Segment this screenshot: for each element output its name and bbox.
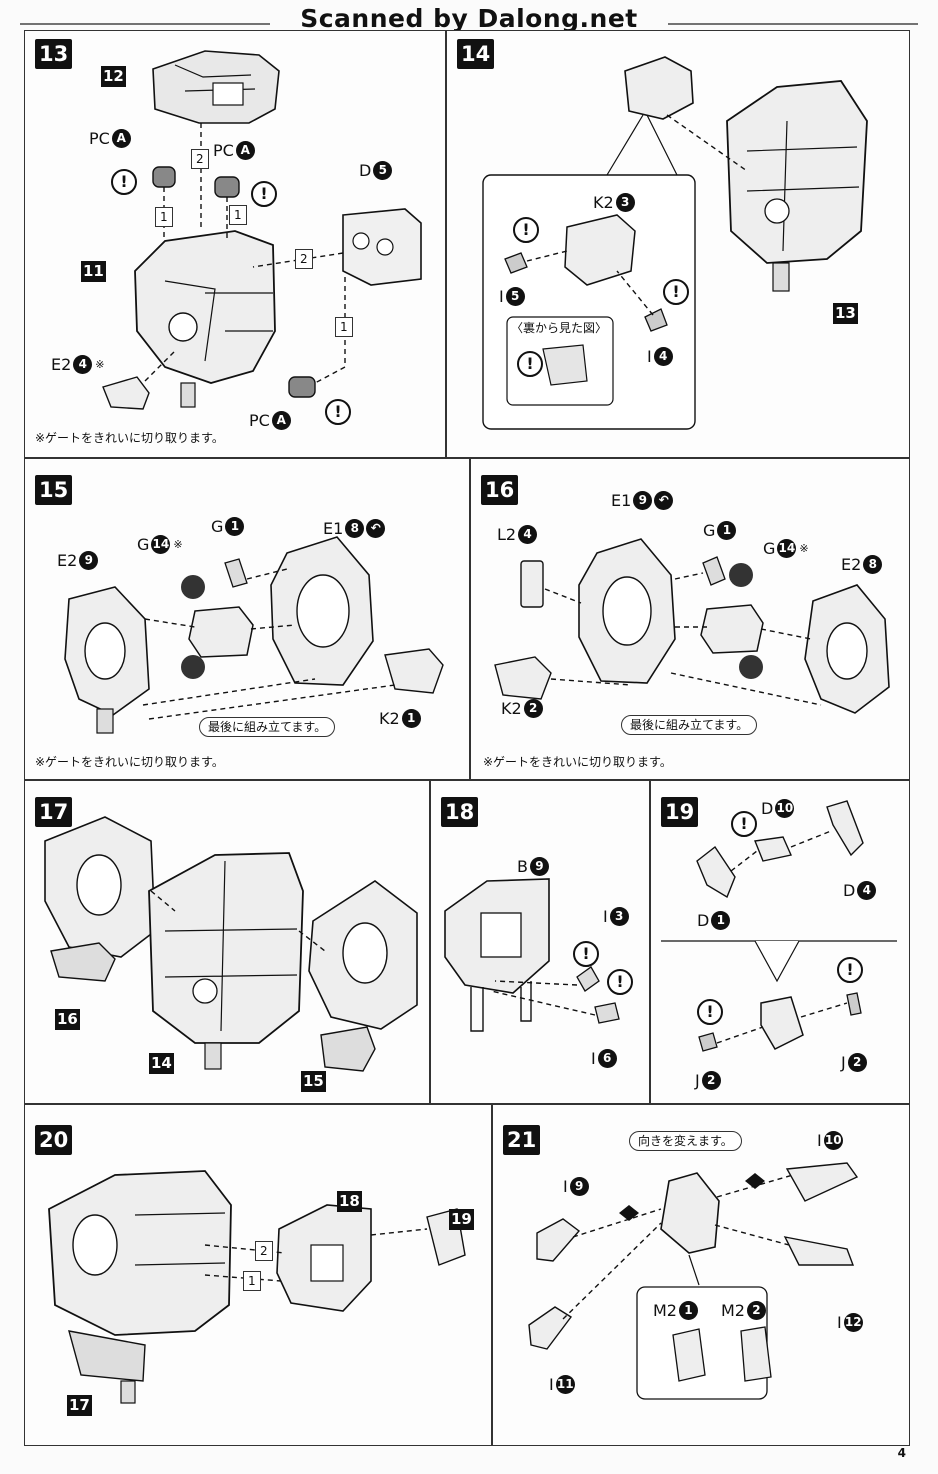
exclamation-circle-icon: ! — [837, 957, 863, 983]
exclamation-circle-icon: ! — [573, 941, 599, 967]
exclamation-circle-icon: ! — [697, 999, 723, 1025]
exclamation-circle-icon: ! — [513, 217, 539, 243]
step-18-drawing — [444, 878, 620, 1032]
step-15-drawing — [64, 536, 444, 734]
exclamation-circle-icon: ! — [111, 169, 137, 195]
step-20-drawing — [48, 1170, 466, 1404]
part-ref-16: 16 — [55, 1009, 80, 1030]
assemble-last-note: 最後に組み立てます。 — [621, 715, 758, 735]
step-17-drawing — [44, 816, 418, 1072]
sequence-marker: 1 — [243, 1271, 261, 1291]
exclamation-circle-icon: ! — [517, 351, 543, 377]
step-number: 20 — [35, 1125, 73, 1155]
part-ref-17: 17 — [67, 1395, 92, 1416]
step-number: 14 — [457, 39, 495, 69]
sequence-marker: 2 — [255, 1241, 273, 1261]
exclamation-circle-icon: ! — [607, 969, 633, 995]
sequence-marker: 1 — [155, 207, 173, 227]
gate-note: ※ゲートをきれいに切り取ります。 — [483, 755, 672, 769]
part-ref-11: 11 — [81, 261, 106, 282]
watermark: Scanned by Dalong.net — [0, 4, 938, 33]
step-20-panel: 20 18 19 17 2 1 — [24, 1104, 492, 1446]
step-number: 16 — [481, 475, 519, 505]
step-number: 18 — [441, 797, 479, 827]
part-ref-15: 15 — [301, 1071, 326, 1092]
step-13-drawing — [102, 50, 422, 410]
part-ref-13: 13 — [833, 303, 858, 324]
gate-note: ※ゲートをきれいに切り取ります。 — [35, 755, 224, 769]
sequence-marker: 1 — [229, 205, 247, 225]
sequence-marker: 2 — [295, 249, 313, 269]
step-16-drawing — [494, 538, 890, 714]
step-21-drawing — [528, 1162, 859, 1400]
part-ref-18: 18 — [337, 1191, 362, 1212]
sequence-marker: 2 — [191, 149, 209, 169]
exclamation-circle-icon: ! — [663, 279, 689, 305]
part-ref-12: 12 — [101, 66, 126, 87]
assemble-last-note: 最後に組み立てます。 — [199, 717, 336, 737]
step-19-drawing — [661, 800, 897, 1052]
change-direction-note: 向きを変えます。 — [629, 1131, 742, 1151]
step-14-drawing — [482, 56, 868, 430]
step-17-panel: 17 16 14 15 — [24, 780, 430, 1104]
step-number: 13 — [35, 39, 73, 69]
step-number: 21 — [503, 1125, 541, 1155]
page-number: 4 — [897, 1446, 906, 1460]
inset-title: 〈裏から見た図〉 — [511, 321, 608, 335]
step-number: 15 — [35, 475, 73, 505]
sequence-marker: 1 — [335, 317, 353, 337]
step-number: 19 — [661, 797, 699, 827]
part-ref-19: 19 — [449, 1209, 474, 1230]
part-ref-14: 14 — [149, 1053, 174, 1074]
exclamation-circle-icon: ! — [325, 399, 351, 425]
exclamation-circle-icon: ! — [251, 181, 277, 207]
step-number: 17 — [35, 797, 73, 827]
watermark-rule — [20, 23, 918, 25]
gate-note: ※ゲートをきれいに切り取ります。 — [35, 431, 224, 445]
exclamation-circle-icon: ! — [731, 811, 757, 837]
